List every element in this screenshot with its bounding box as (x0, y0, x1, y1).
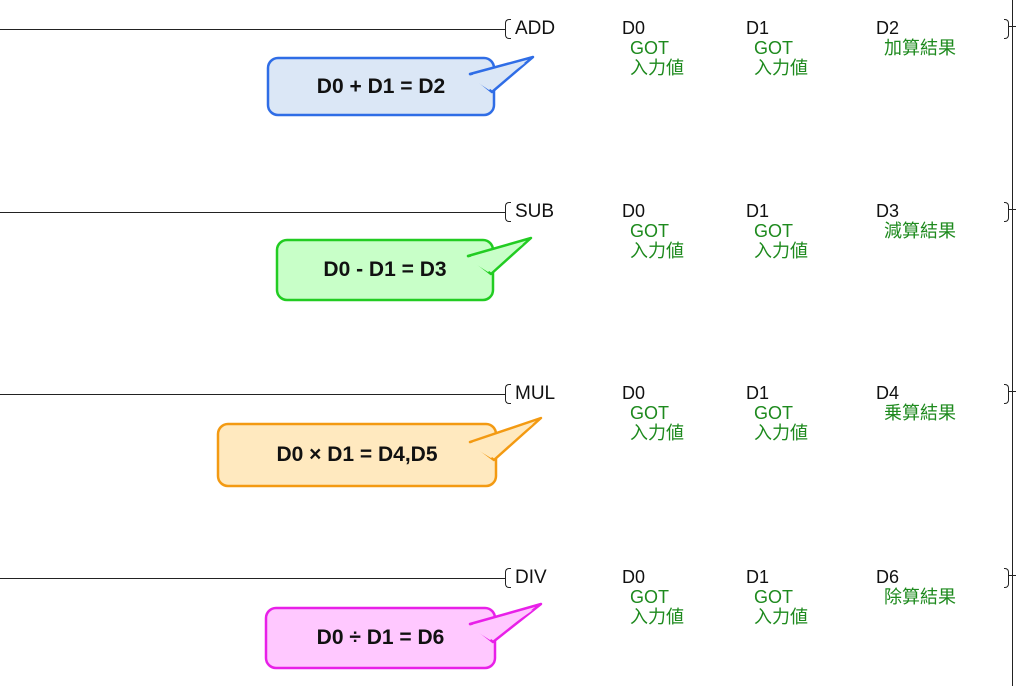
instruction-bracket-close (1004, 568, 1016, 588)
callout-tail-seam (468, 610, 533, 640)
rung-wire (0, 394, 505, 395)
operand-device[interactable]: D1 (746, 567, 770, 587)
operand-device[interactable]: D1 (746, 18, 770, 38)
instruction-bracket-open (505, 384, 511, 404)
operand-device[interactable]: D0 (622, 18, 646, 38)
instruction-mnemonic[interactable]: DIV (515, 567, 547, 588)
device-comment: GOT 入力値 (630, 587, 684, 627)
operand-device[interactable]: D1 (746, 201, 770, 221)
device-comment: GOT 入力値 (754, 587, 808, 627)
device-comment: GOT 入力値 (630, 38, 684, 78)
device-comment: 乗算結果 (884, 403, 956, 423)
rung-wire (0, 578, 505, 579)
callout-text: D0 × D1 = D4,D5 (276, 443, 438, 466)
device-comment: GOT 入力値 (630, 221, 684, 261)
instruction-bracket-open (505, 202, 511, 222)
operand-device[interactable]: D6 (876, 567, 900, 587)
operand-device[interactable]: D0 (622, 201, 646, 221)
instruction-mnemonic[interactable]: MUL (515, 383, 556, 404)
device-comment: GOT 入力値 (754, 221, 808, 261)
rung-wire (0, 212, 505, 213)
callout-tail-seam (466, 244, 523, 272)
operand-device[interactable]: D3 (876, 201, 900, 221)
operand-device[interactable]: D2 (876, 18, 900, 38)
rung-wire (0, 29, 505, 30)
callout-text: D0 - D1 = D3 (323, 258, 447, 281)
callout-text: D0 ÷ D1 = D6 (316, 626, 445, 649)
callout-tail-seam (468, 63, 525, 90)
instruction-mnemonic[interactable]: ADD (515, 18, 556, 39)
callout-text: D0 + D1 = D2 (316, 74, 446, 98)
device-comment: GOT 入力値 (754, 38, 808, 78)
instruction-bracket-close (1004, 202, 1016, 222)
device-comment: 減算結果 (884, 221, 956, 241)
right-power-rail (1012, 0, 1013, 686)
operand-device[interactable]: D0 (622, 383, 646, 403)
instruction-bracket-close (1004, 384, 1016, 404)
device-comment: GOT 入力値 (630, 403, 684, 443)
operand-device[interactable]: D0 (622, 567, 646, 587)
device-comment: 除算結果 (884, 587, 956, 607)
instruction-mnemonic[interactable]: SUB (515, 201, 555, 222)
instruction-bracket-open (505, 568, 511, 588)
device-comment: GOT 入力値 (754, 403, 808, 443)
operand-device[interactable]: D4 (876, 383, 900, 403)
operand-device[interactable]: D1 (746, 383, 770, 403)
instruction-bracket-close (1004, 19, 1016, 39)
callout-tail-seam (468, 424, 533, 458)
instruction-bracket-open (505, 19, 511, 39)
device-comment: 加算結果 (884, 38, 956, 58)
